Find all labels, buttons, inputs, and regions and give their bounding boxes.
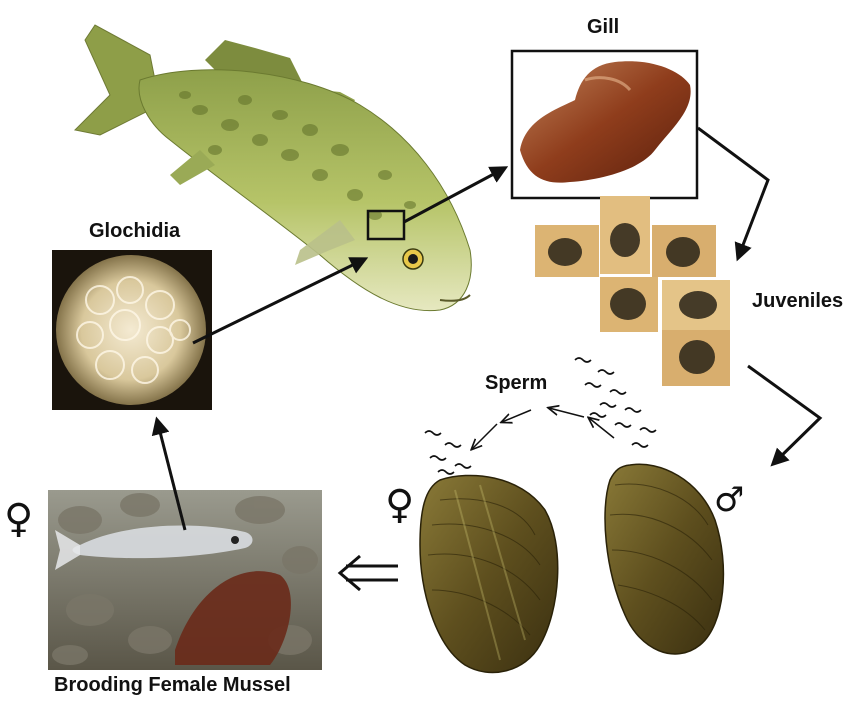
sperm-label: Sperm (485, 372, 547, 395)
brooding-label: Brooding Female Mussel (54, 674, 291, 697)
male-mussel-shell (605, 464, 723, 654)
male-symbol-icon: ♂ (714, 480, 744, 520)
glochidia-label: Glochidia (89, 220, 180, 243)
gill-image (512, 51, 697, 198)
female-symbol-icon: ♀ (385, 482, 414, 528)
double-arrow (340, 556, 398, 590)
juveniles-image (535, 196, 730, 386)
sperm-flow-arrows (472, 408, 614, 449)
gill-label: Gill (587, 16, 619, 39)
glochidia-image (52, 250, 212, 410)
brooding-female-mussel-image (48, 490, 322, 670)
juveniles-label: Juveniles (752, 290, 843, 313)
female-symbol-brooding-icon: ♀ (4, 496, 33, 542)
female-mussel-shell (420, 475, 558, 672)
